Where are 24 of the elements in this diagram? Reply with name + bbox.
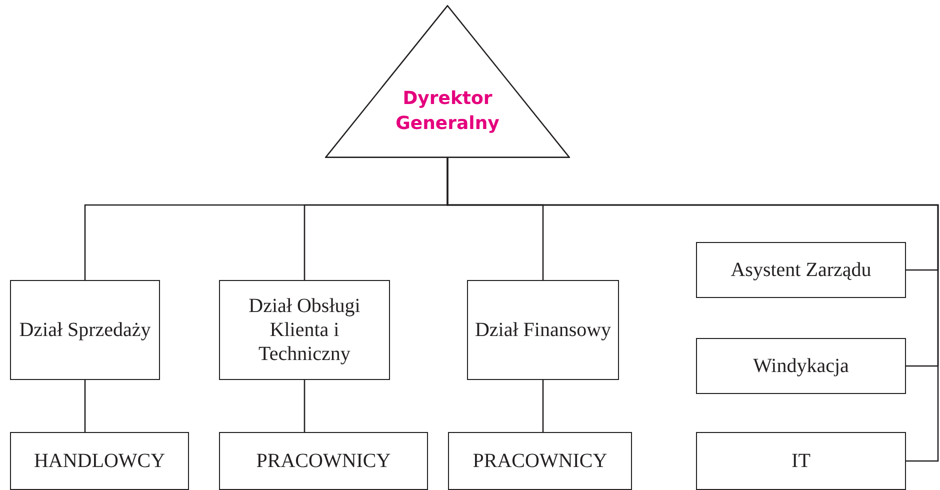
- org-box: [696, 242, 906, 298]
- org-box: [219, 432, 428, 490]
- org-box: [467, 280, 619, 380]
- node-label: Dział Obsługi Klienta i Techniczny: [248, 294, 362, 366]
- connector-line: [542, 380, 544, 432]
- connector-line: [304, 380, 306, 432]
- node-label: Dział Sprzedaży: [18, 318, 152, 342]
- node-label: IT: [790, 449, 812, 473]
- triangle-node: [325, 5, 570, 158]
- org-box: [696, 338, 906, 394]
- node-label: Asystent Zarządu: [730, 258, 872, 282]
- node-label: HANDLOWCY: [32, 449, 166, 473]
- node-label: Dział Finansowy: [474, 318, 612, 342]
- node-label: Windykacja: [752, 354, 850, 378]
- node-label: Dyrektor Generalny: [394, 87, 500, 136]
- org-box: [10, 432, 189, 490]
- node-label: PRACOWNICY: [255, 449, 392, 473]
- org-box: [10, 280, 160, 380]
- org-box: [219, 280, 390, 380]
- org-box: [696, 432, 906, 490]
- connector-line: [446, 158, 939, 462]
- connector-line: [84, 380, 86, 432]
- node-label: PRACOWNICY: [472, 449, 608, 473]
- org-box: [448, 432, 632, 490]
